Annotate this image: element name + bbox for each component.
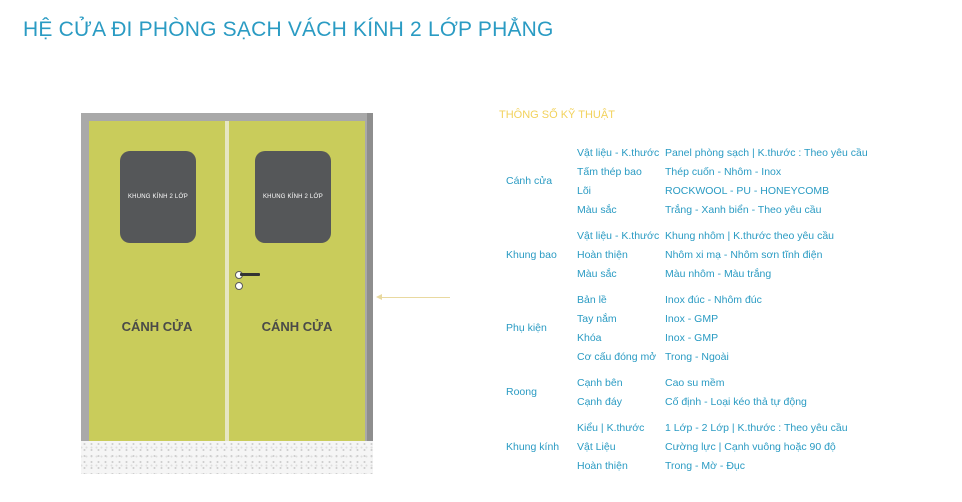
spec-row: Hoàn thiện Trong - Mờ - Đục [577,456,956,475]
spec-group-khung-kinh: Khung kính Kiểu | K.thước 1 Lớp - 2 Lớp |… [506,418,956,475]
glass-window-label: KHUNG KÍNH 2 LỚP [262,194,324,200]
door-leaf-label: CÁNH CỬA [121,319,193,334]
spec-row: Kiểu | K.thước 1 Lớp - 2 Lớp | K.thước : … [577,418,956,437]
floor-texture [81,441,373,474]
door-leaf-left: KHUNG KÍNH 2 LỚP CÁNH CỬA [89,121,225,441]
spec-key: Cạnh bên [577,376,623,389]
door-lock-icon [235,282,243,290]
spec-key: Vật liệu - K.thước [577,229,660,242]
spec-key: Hoàn thiện [577,248,628,261]
spec-row: Hoàn thiện Nhôm xi mạ - Nhôm sơn tĩnh điệ… [577,245,956,264]
spec-value: Trắng - Xanh biển - Theo yêu cầu [665,203,822,216]
spec-row: Tấm thép bao Thép cuốn - Nhôm - Inox [577,162,956,181]
spec-row: Vật liệu - K.thước Khung nhôm | K.thước t… [577,226,956,245]
spec-row: Cạnh bên Cao su mềm [577,373,956,392]
spec-table: Cánh cửa Vật liệu - K.thước Panel phòng s… [506,143,956,482]
glass-window-left: KHUNG KÍNH 2 LỚP [120,151,196,243]
spec-value: Inox - GMP [665,331,719,344]
spec-value: 1 Lớp - 2 Lớp | K.thước : Theo yêu cầu [665,421,848,434]
spec-group-khung-bao: Khung bao Vật liệu - K.thước Khung nhôm |… [506,226,956,283]
spec-group-label: Cánh cửa [506,175,553,187]
door-leaf-right: KHUNG KÍNH 2 LỚP CÁNH CỬA [229,121,365,441]
pointer-line [380,297,450,298]
spec-row: Lõi ROCKWOOL - PU - HONEYCOMB [577,181,956,200]
door-handle-lever-icon [240,273,260,276]
spec-value: Màu nhôm - Màu trắng [665,267,772,280]
door-leaf-label: CÁNH CỬA [261,319,333,334]
spec-group-label: Phụ kiện [506,322,547,334]
frame-shadow [367,113,373,441]
spec-row: Cạnh đáy Cố định - Loại kéo thả tự động [577,392,956,411]
spec-group-phu-kien: Phụ kiện Bản lề Inox đúc - Nhôm đúc Tay n… [506,290,956,366]
spec-value: Panel phòng sạch | K.thước : Theo yêu cầ… [665,146,868,159]
spec-key: Cạnh đáy [577,395,622,408]
spec-key: Màu sắc [577,267,617,280]
spec-group-label: Khung kính [506,440,560,453]
door-leaf-gap [225,121,229,441]
spec-group-label: Khung bao [506,248,557,261]
spec-key: Cơ cấu đóng mở [577,350,657,363]
spec-row: Vật liệu - K.thước Panel phòng sạch | K.t… [577,143,956,162]
spec-key: Vật Liệu [577,440,616,453]
spec-key: Kiểu | K.thước [577,421,645,434]
spec-key: Hoàn thiện [577,459,628,472]
spec-value: Inox đúc - Nhôm đúc [665,293,762,306]
spec-value: Inox - GMP [665,312,719,325]
spec-key: Khóa [577,331,602,344]
door-frame: KHUNG KÍNH 2 LỚP CÁNH CỬA KHUNG KÍNH 2 L… [81,113,373,441]
spec-row: Tay nắm Inox - GMP [577,309,956,328]
spec-row: Bản lề Inox đúc - Nhôm đúc [577,290,956,309]
spec-value: Cường lực | Cạnh vuông hoặc 90 độ [665,440,836,453]
spec-value: Trong - Mờ - Đục [665,459,746,472]
spec-row: Khóa Inox - GMP [577,328,956,347]
spec-key: Bản lề [577,293,607,306]
spec-row: Màu sắc Màu nhôm - Màu trắng [577,264,956,283]
spec-row: Vật Liệu Cường lực | Cạnh vuông hoặc 90 đ… [577,437,956,456]
spec-key: Tấm thép bao [577,165,642,178]
spec-group-roong: Roong Cạnh bên Cao su mềm Cạnh đáy Cố định… [506,373,956,411]
spec-group-label: Roong [506,386,537,398]
spec-value: Khung nhôm | K.thước theo yêu cầu [665,229,834,242]
spec-key: Màu sắc [577,203,617,216]
spec-heading: THÔNG SỐ KỸ THUẬT [499,109,615,121]
glass-window-label: KHUNG KÍNH 2 LỚP [127,194,189,200]
spec-value: Nhôm xi mạ - Nhôm sơn tĩnh điện [665,248,823,261]
spec-key: Lõi [577,184,592,197]
spec-value: Trong - Ngoài [665,350,729,363]
spec-group-canh-cua: Cánh cửa Vật liệu - K.thước Panel phòng s… [506,143,956,219]
arrow-left-icon [376,294,382,300]
glass-window-right: KHUNG KÍNH 2 LỚP [255,151,331,243]
spec-key: Tay nắm [577,312,617,325]
spec-value: ROCKWOOL - PU - HONEYCOMB [665,184,830,197]
spec-key: Vật liệu - K.thước [577,146,660,159]
spec-value: Thép cuốn - Nhôm - Inox [665,165,782,178]
spec-row: Cơ cấu đóng mở Trong - Ngoài [577,347,956,366]
spec-value: Cố định - Loại kéo thả tự động [665,395,807,408]
spec-value: Cao su mềm [665,376,725,389]
page-title: HỆ CỬA ĐI PHÒNG SẠCH VÁCH KÍNH 2 LỚP PHẲ… [23,18,554,41]
spec-row: Màu sắc Trắng - Xanh biển - Theo yêu cầu [577,200,956,219]
